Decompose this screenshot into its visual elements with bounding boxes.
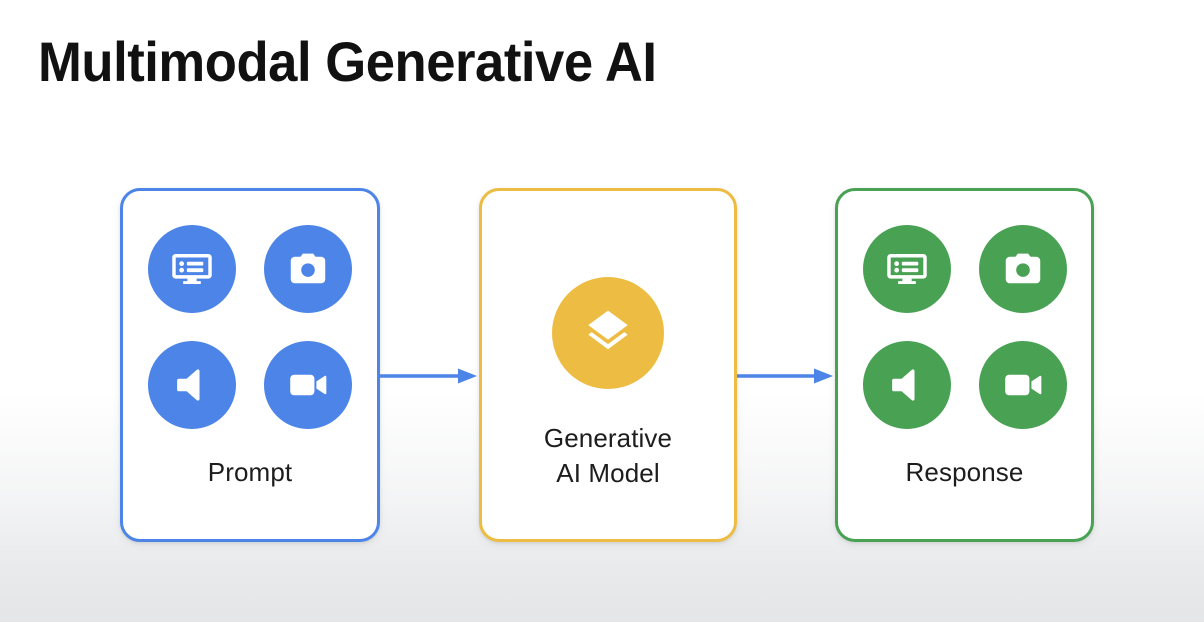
response-icon-grid bbox=[862, 225, 1067, 429]
card-model-label-line-2: AI Model bbox=[556, 458, 660, 488]
prompt-text-icon-badge[interactable] bbox=[148, 225, 236, 313]
model-icon-badge[interactable] bbox=[552, 277, 664, 389]
arrow-prompt-to-model bbox=[380, 366, 479, 386]
prompt-audio-icon-badge[interactable] bbox=[148, 341, 236, 429]
speaker-icon bbox=[886, 364, 928, 406]
camera-icon bbox=[1001, 247, 1045, 291]
camera-icon bbox=[286, 247, 330, 291]
arrow-model-to-response bbox=[737, 366, 835, 386]
card-generative-ai-model[interactable]: Generative AI Model bbox=[479, 188, 737, 542]
speaker-icon bbox=[171, 364, 213, 406]
model-icon-wrap bbox=[552, 277, 664, 389]
card-response-label: Response bbox=[905, 457, 1024, 487]
card-prompt[interactable]: Prompt bbox=[120, 188, 380, 542]
flow-diagram: Prompt Gene bbox=[0, 188, 1204, 544]
prompt-icon-grid bbox=[148, 225, 352, 429]
prompt-video-icon-badge[interactable] bbox=[264, 341, 352, 429]
text-snippet-icon bbox=[884, 246, 930, 292]
video-camera-icon bbox=[286, 363, 330, 407]
card-prompt-label: Prompt bbox=[207, 457, 293, 487]
card-model-label-line-1: Generative bbox=[543, 423, 673, 453]
prompt-image-icon-badge[interactable] bbox=[264, 225, 352, 313]
page-title: Multimodal Generative AI bbox=[38, 30, 657, 93]
response-audio-icon-badge[interactable] bbox=[862, 341, 951, 429]
text-snippet-icon bbox=[169, 246, 215, 292]
layers-icon bbox=[582, 305, 634, 362]
card-response[interactable]: Response bbox=[835, 188, 1094, 542]
response-text-icon-badge[interactable] bbox=[862, 225, 951, 313]
response-video-icon-badge[interactable] bbox=[978, 341, 1067, 429]
card-model-label: Generative AI Model bbox=[544, 421, 672, 491]
response-image-icon-badge[interactable] bbox=[978, 225, 1067, 313]
video-camera-icon bbox=[1001, 363, 1045, 407]
